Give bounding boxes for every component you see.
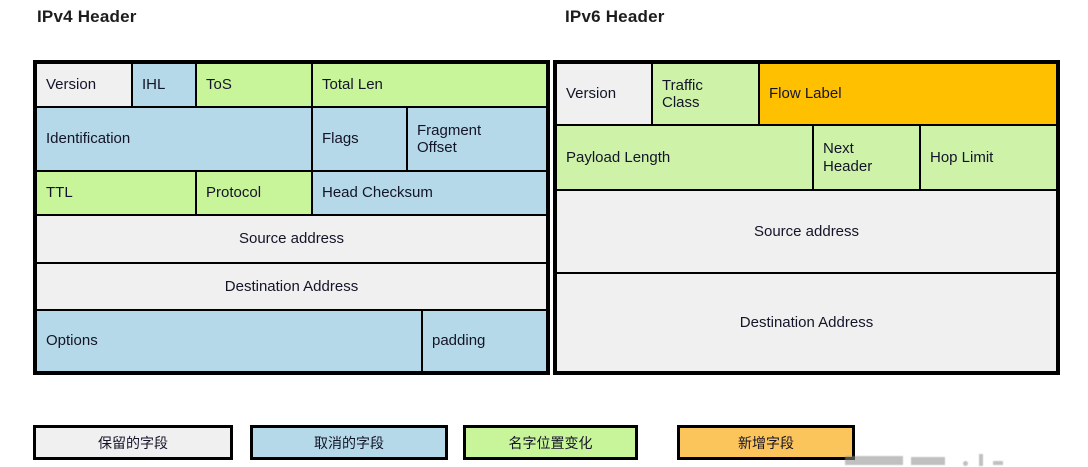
watermark-fragment (845, 452, 1065, 467)
ipv4-cell-protocol: Protocol (197, 172, 313, 216)
ipv6-row-1: Version Traffic Class Flow Label (557, 64, 1056, 126)
ipv4-row-4: Source address (37, 216, 546, 264)
ipv4-cell-tos: ToS (197, 64, 313, 108)
ipv6-cell-hop-limit: Hop Limit (921, 126, 1056, 191)
ipv4-row-5: Destination Address (37, 264, 546, 311)
ipv6-cell-flow-label: Flow Label (760, 64, 1056, 126)
ipv4-cell-identification: Identification (37, 108, 313, 172)
ipv4-cell-fragment-offset: Fragment Offset (408, 108, 546, 172)
ipv6-cell-version: Version (557, 64, 653, 126)
ipv6-header-table: Version Traffic Class Flow Label Payload… (553, 60, 1060, 375)
ipv4-cell-flags: Flags (313, 108, 408, 172)
legend-kept-fields: 保留的字段 (33, 425, 233, 460)
ipv4-header-title: IPv4 Header (37, 7, 137, 26)
ipv4-row-6: Options padding (37, 311, 546, 371)
ipv4-cell-head-checksum: Head Checksum (313, 172, 546, 216)
ipv4-row-2: Identification Flags Fragment Offset (37, 108, 546, 172)
ipv4-cell-ttl: TTL (37, 172, 197, 216)
ipv6-row-2: Payload Length Next Header Hop Limit (557, 126, 1056, 191)
ipv4-cell-total-len: Total Len (313, 64, 546, 108)
ipv4-cell-version: Version (37, 64, 133, 108)
ipv4-header-table: Version IHL ToS Total Len Identification… (33, 60, 550, 375)
ipv4-cell-options: Options (37, 311, 423, 371)
ipv4-row-1: Version IHL ToS Total Len (37, 64, 546, 108)
ipv6-row-4: Destination Address (557, 274, 1056, 371)
ipv6-cell-next-header: Next Header (814, 126, 921, 191)
ipv4-row-3: TTL Protocol Head Checksum (37, 172, 546, 216)
ipv6-cell-destination-address: Destination Address (557, 274, 1056, 371)
legend: 保留的字段 取消的字段 名字位置变化 新增字段 (0, 425, 1088, 461)
ipv6-row-3: Source address (557, 191, 1056, 274)
ipv4-cell-destination-address: Destination Address (37, 264, 546, 311)
ipv6-cell-payload-length: Payload Length (557, 126, 814, 191)
ipv4-cell-ihl: IHL (133, 64, 197, 108)
legend-renamed-fields: 名字位置变化 (463, 425, 638, 460)
ipv6-cell-source-address: Source address (557, 191, 1056, 274)
ipv4-cell-source-address: Source address (37, 216, 546, 264)
ipv6-header-title: IPv6 Header (565, 7, 665, 26)
ipv4-cell-padding: padding (423, 311, 546, 371)
legend-removed-fields: 取消的字段 (250, 425, 448, 460)
ipv6-cell-traffic-class: Traffic Class (653, 64, 760, 126)
legend-new-fields: 新增字段 (677, 425, 855, 460)
